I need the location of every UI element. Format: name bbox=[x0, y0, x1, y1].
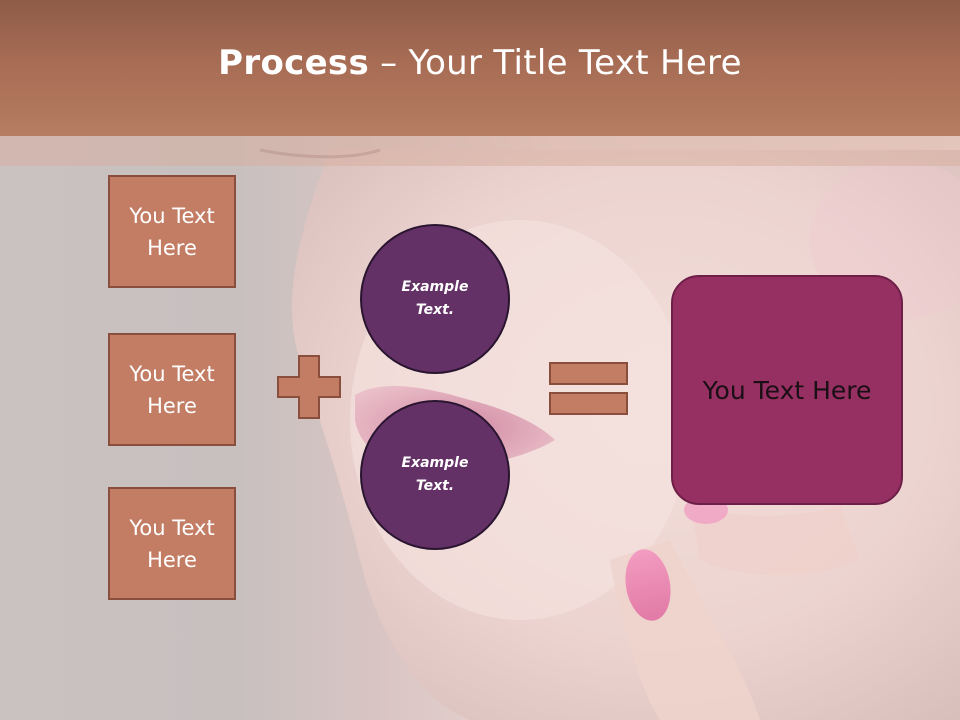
example-circle-1[interactable]: Example Text. bbox=[360, 224, 510, 374]
text-box-3[interactable]: You Text Here bbox=[108, 487, 236, 600]
text-box-3-line1: You Text bbox=[129, 515, 215, 540]
example-circle-2[interactable]: Example Text. bbox=[360, 400, 510, 550]
example-circle-1-line1: Example bbox=[401, 279, 469, 295]
text-box-1-line2: Here bbox=[147, 235, 197, 260]
title-bold: Process bbox=[218, 43, 370, 83]
text-box-1-line1: You Text bbox=[129, 203, 215, 228]
text-box-2[interactable]: You Text Here bbox=[108, 333, 236, 446]
plus-icon bbox=[277, 355, 341, 419]
text-box-2-line2: Here bbox=[147, 393, 197, 418]
text-box-2-line1: You Text bbox=[129, 361, 215, 386]
title-bar: Process – Your Title Text Here bbox=[0, 0, 960, 136]
text-box-1[interactable]: You Text Here bbox=[108, 175, 236, 288]
title-rest: – Your Title Text Here bbox=[369, 43, 742, 83]
example-circle-2-line1: Example bbox=[401, 455, 469, 471]
example-circle-2-line2: Text. bbox=[415, 478, 455, 494]
result-box[interactable]: You Text Here bbox=[671, 275, 903, 505]
text-box-3-line2: Here bbox=[147, 547, 197, 572]
slide-title[interactable]: Process – Your Title Text Here bbox=[218, 43, 742, 83]
result-box-label: You Text Here bbox=[702, 375, 872, 405]
example-circle-1-line2: Text. bbox=[415, 302, 455, 318]
title-strip bbox=[0, 136, 960, 166]
equals-icon bbox=[549, 362, 628, 415]
